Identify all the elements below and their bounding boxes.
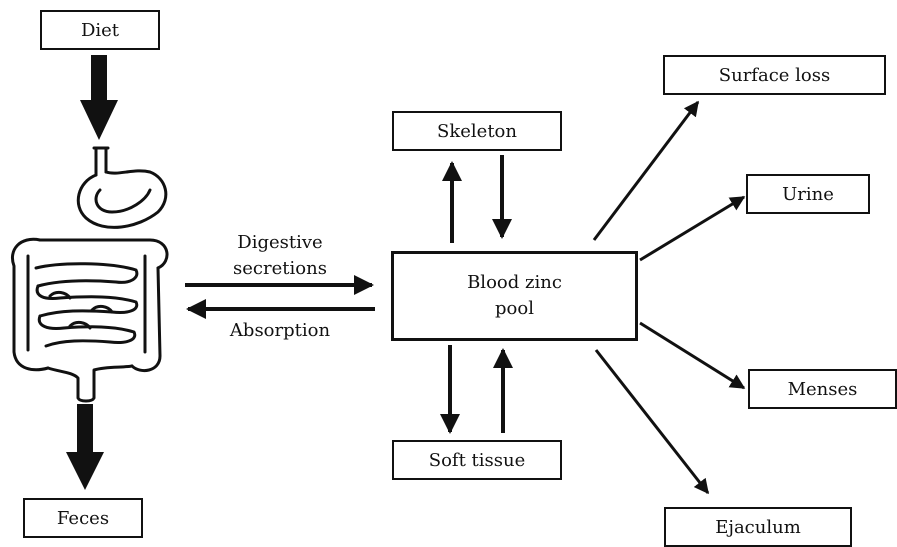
urine-label: Urine [782,183,834,205]
digestive-secretions-line2: secretions [233,258,327,279]
blood-pool-label-line2: pool [495,298,534,319]
skeleton-box: Skeleton [392,111,562,151]
ejaculum-box: Ejaculum [664,507,852,547]
gut-to-feces-arrow [66,404,104,490]
pool-to-urine-arrow [639,195,746,262]
digestive-secretions-label: Digestive secretions [205,230,355,282]
blood-zinc-pool-box: Blood zinc pool [391,251,638,341]
digestive-secretions-line1: Digestive [237,232,323,253]
diet-to-gut-arrow [80,55,118,140]
pool-to-ejaculum-arrow [594,349,710,495]
diet-box: Diet [40,10,160,50]
pool-to-menses-arrow [639,321,746,390]
ejaculum-label: Ejaculum [715,516,801,538]
surface-loss-box: Surface loss [663,55,886,95]
blood-pool-label-line1: Blood zinc [467,272,562,293]
pool-to-surface-loss-arrow [592,100,700,241]
menses-box: Menses [748,369,897,409]
absorption-text: Absorption [229,320,331,341]
soft-tissue-label: Soft tissue [428,449,526,471]
soft-tissue-box: Soft tissue [392,440,562,480]
urine-box: Urine [746,174,870,214]
feces-label: Feces [56,507,110,529]
feces-box: Feces [23,498,143,538]
intestines-icon [11,146,169,403]
diet-label: Diet [80,19,120,41]
skeleton-label: Skeleton [437,120,517,142]
surface-loss-label: Surface loss [718,64,831,86]
menses-label: Menses [787,378,858,400]
absorption-label: Absorption [205,318,355,344]
